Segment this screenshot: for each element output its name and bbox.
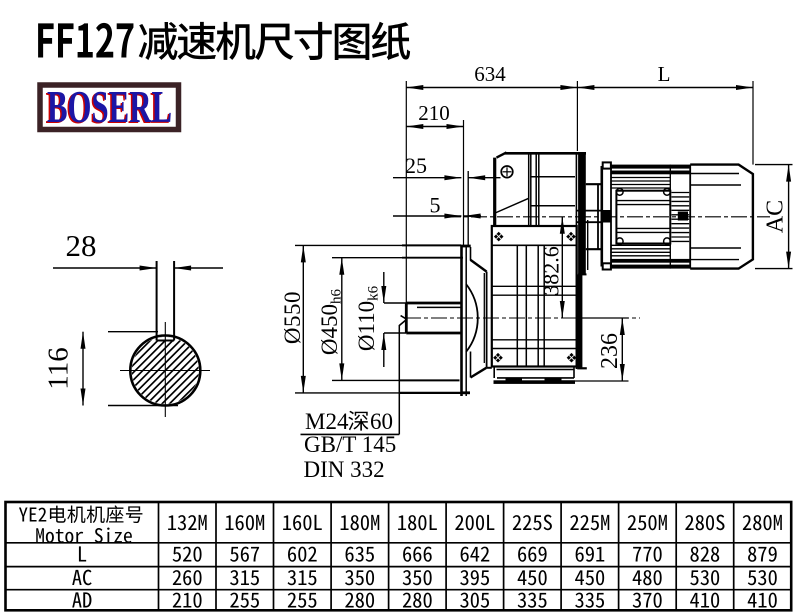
svg-text:L: L [658, 62, 671, 86]
svg-text:60: 60 [370, 409, 393, 434]
svg-text:Ø550: Ø550 [280, 291, 305, 344]
svg-text:25: 25 [405, 153, 427, 178]
svg-text:BOSERL: BOSERL [47, 81, 172, 132]
svg-text:M24: M24 [305, 409, 349, 434]
svg-text:DIN 332: DIN 332 [304, 457, 385, 482]
svg-text:382.6: 382.6 [539, 246, 564, 296]
svg-text:210: 210 [418, 101, 450, 125]
svg-text:116: 116 [43, 347, 75, 389]
svg-text:BOSERL: BOSERL [46, 82, 171, 133]
svg-text:5: 5 [430, 193, 441, 218]
svg-text:AC: AC [763, 200, 789, 233]
svg-text:634: 634 [474, 62, 506, 86]
svg-text:GB/T 145: GB/T 145 [304, 432, 396, 457]
svg-text:28: 28 [66, 228, 97, 263]
svg-text:236: 236 [597, 333, 623, 369]
